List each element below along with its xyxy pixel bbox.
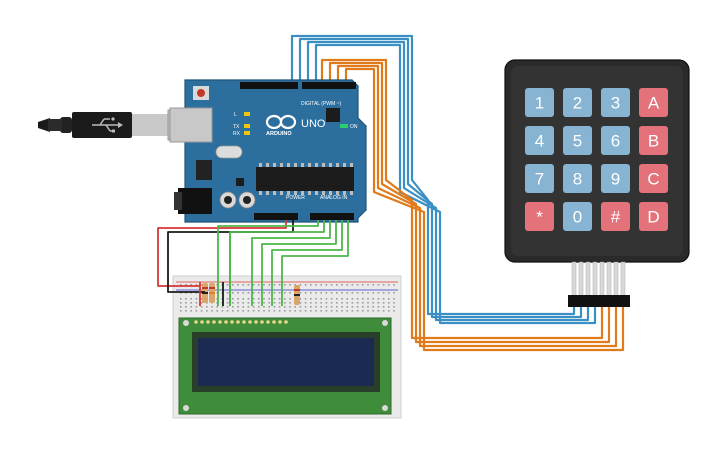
keypad-key-label: C (647, 170, 659, 189)
led-rx-label: RX (233, 131, 241, 137)
keypad-key-label: 9 (611, 170, 620, 189)
keypad-key-#[interactable]: # (601, 202, 630, 231)
keypad-key-6[interactable]: 6 (601, 126, 630, 155)
arduino-logo-text: ARDUINO (266, 131, 292, 137)
keypad-key-label: 8 (573, 170, 582, 189)
arduino-uno-board[interactable]: L TX RX ON ARDUINO UNO DIGITAL (PWM ~) P… (169, 79, 367, 223)
keypad-key-4[interactable]: 4 (525, 126, 554, 155)
keypad-ribbon-cable (571, 261, 626, 297)
keypad-4x4[interactable]: 1 2 3 A 4 5 6 B 7 8 9 C * 0 # D (504, 59, 690, 307)
arduino-infinity-icon (265, 114, 297, 130)
keypad-key-label: A (648, 94, 660, 113)
resistor[interactable] (202, 283, 208, 303)
keypad-key-D[interactable]: D (639, 202, 668, 231)
keypad-key-5[interactable]: 5 (563, 126, 592, 155)
atmega-chip (256, 167, 354, 191)
resistor[interactable] (294, 285, 300, 305)
keypad-key-label: D (647, 208, 659, 227)
keypad-key-*[interactable]: * (525, 202, 554, 231)
digital-header-right (302, 82, 356, 89)
led-tx-label: TX (233, 124, 240, 130)
keypad-key-label: 4 (535, 132, 544, 151)
usb-cable-icon[interactable] (38, 109, 189, 141)
keypad-key-label: 2 (573, 94, 582, 113)
keypad-key-2[interactable]: 2 (563, 88, 592, 117)
keypad-key-label: 3 (611, 94, 620, 113)
keypad-key-3[interactable]: 3 (601, 88, 630, 117)
analog-label: ANALOG IN (320, 195, 348, 201)
usb-symbol-icon (92, 118, 118, 132)
keypad-key-label: 5 (573, 132, 582, 151)
keypad-connector (568, 295, 630, 307)
keypad-key-C[interactable]: C (639, 164, 668, 193)
arduino-model-text: UNO (301, 118, 326, 130)
keypad-key-label: 6 (611, 132, 620, 151)
lcd-wires[interactable] (157, 220, 349, 306)
power-header (254, 213, 298, 220)
keypad-key-0[interactable]: 0 (563, 202, 592, 231)
keypad-key-9[interactable]: 9 (601, 164, 630, 193)
power-label: POWER (286, 195, 305, 201)
analog-header (310, 213, 354, 220)
digital-header-left (240, 82, 298, 89)
lcd-16x2[interactable] (178, 317, 392, 415)
led-l-label: L (234, 112, 237, 118)
keypad-key-label: 7 (535, 170, 544, 189)
keypad-key-label: 1 (535, 94, 544, 113)
lcd-screen (198, 338, 374, 386)
led-on-label: ON (350, 124, 358, 130)
keypad-key-B[interactable]: B (639, 126, 668, 155)
resistor[interactable] (209, 283, 215, 303)
keypad-key-8[interactable]: 8 (563, 164, 592, 193)
digital-label: DIGITAL (PWM ~) (301, 101, 341, 107)
keypad-key-label: 0 (573, 208, 582, 227)
keypad-key-1[interactable]: 1 (525, 88, 554, 117)
keypad-key-label: B (648, 132, 659, 151)
keypad-key-A[interactable]: A (639, 88, 668, 117)
keypad-key-7[interactable]: 7 (525, 164, 554, 193)
usb-port (169, 107, 213, 143)
keypad-key-label: * (536, 208, 543, 227)
dc-power-jack (178, 188, 212, 214)
keypad-wires[interactable] (290, 34, 625, 352)
keypad-key-label: # (611, 208, 621, 227)
